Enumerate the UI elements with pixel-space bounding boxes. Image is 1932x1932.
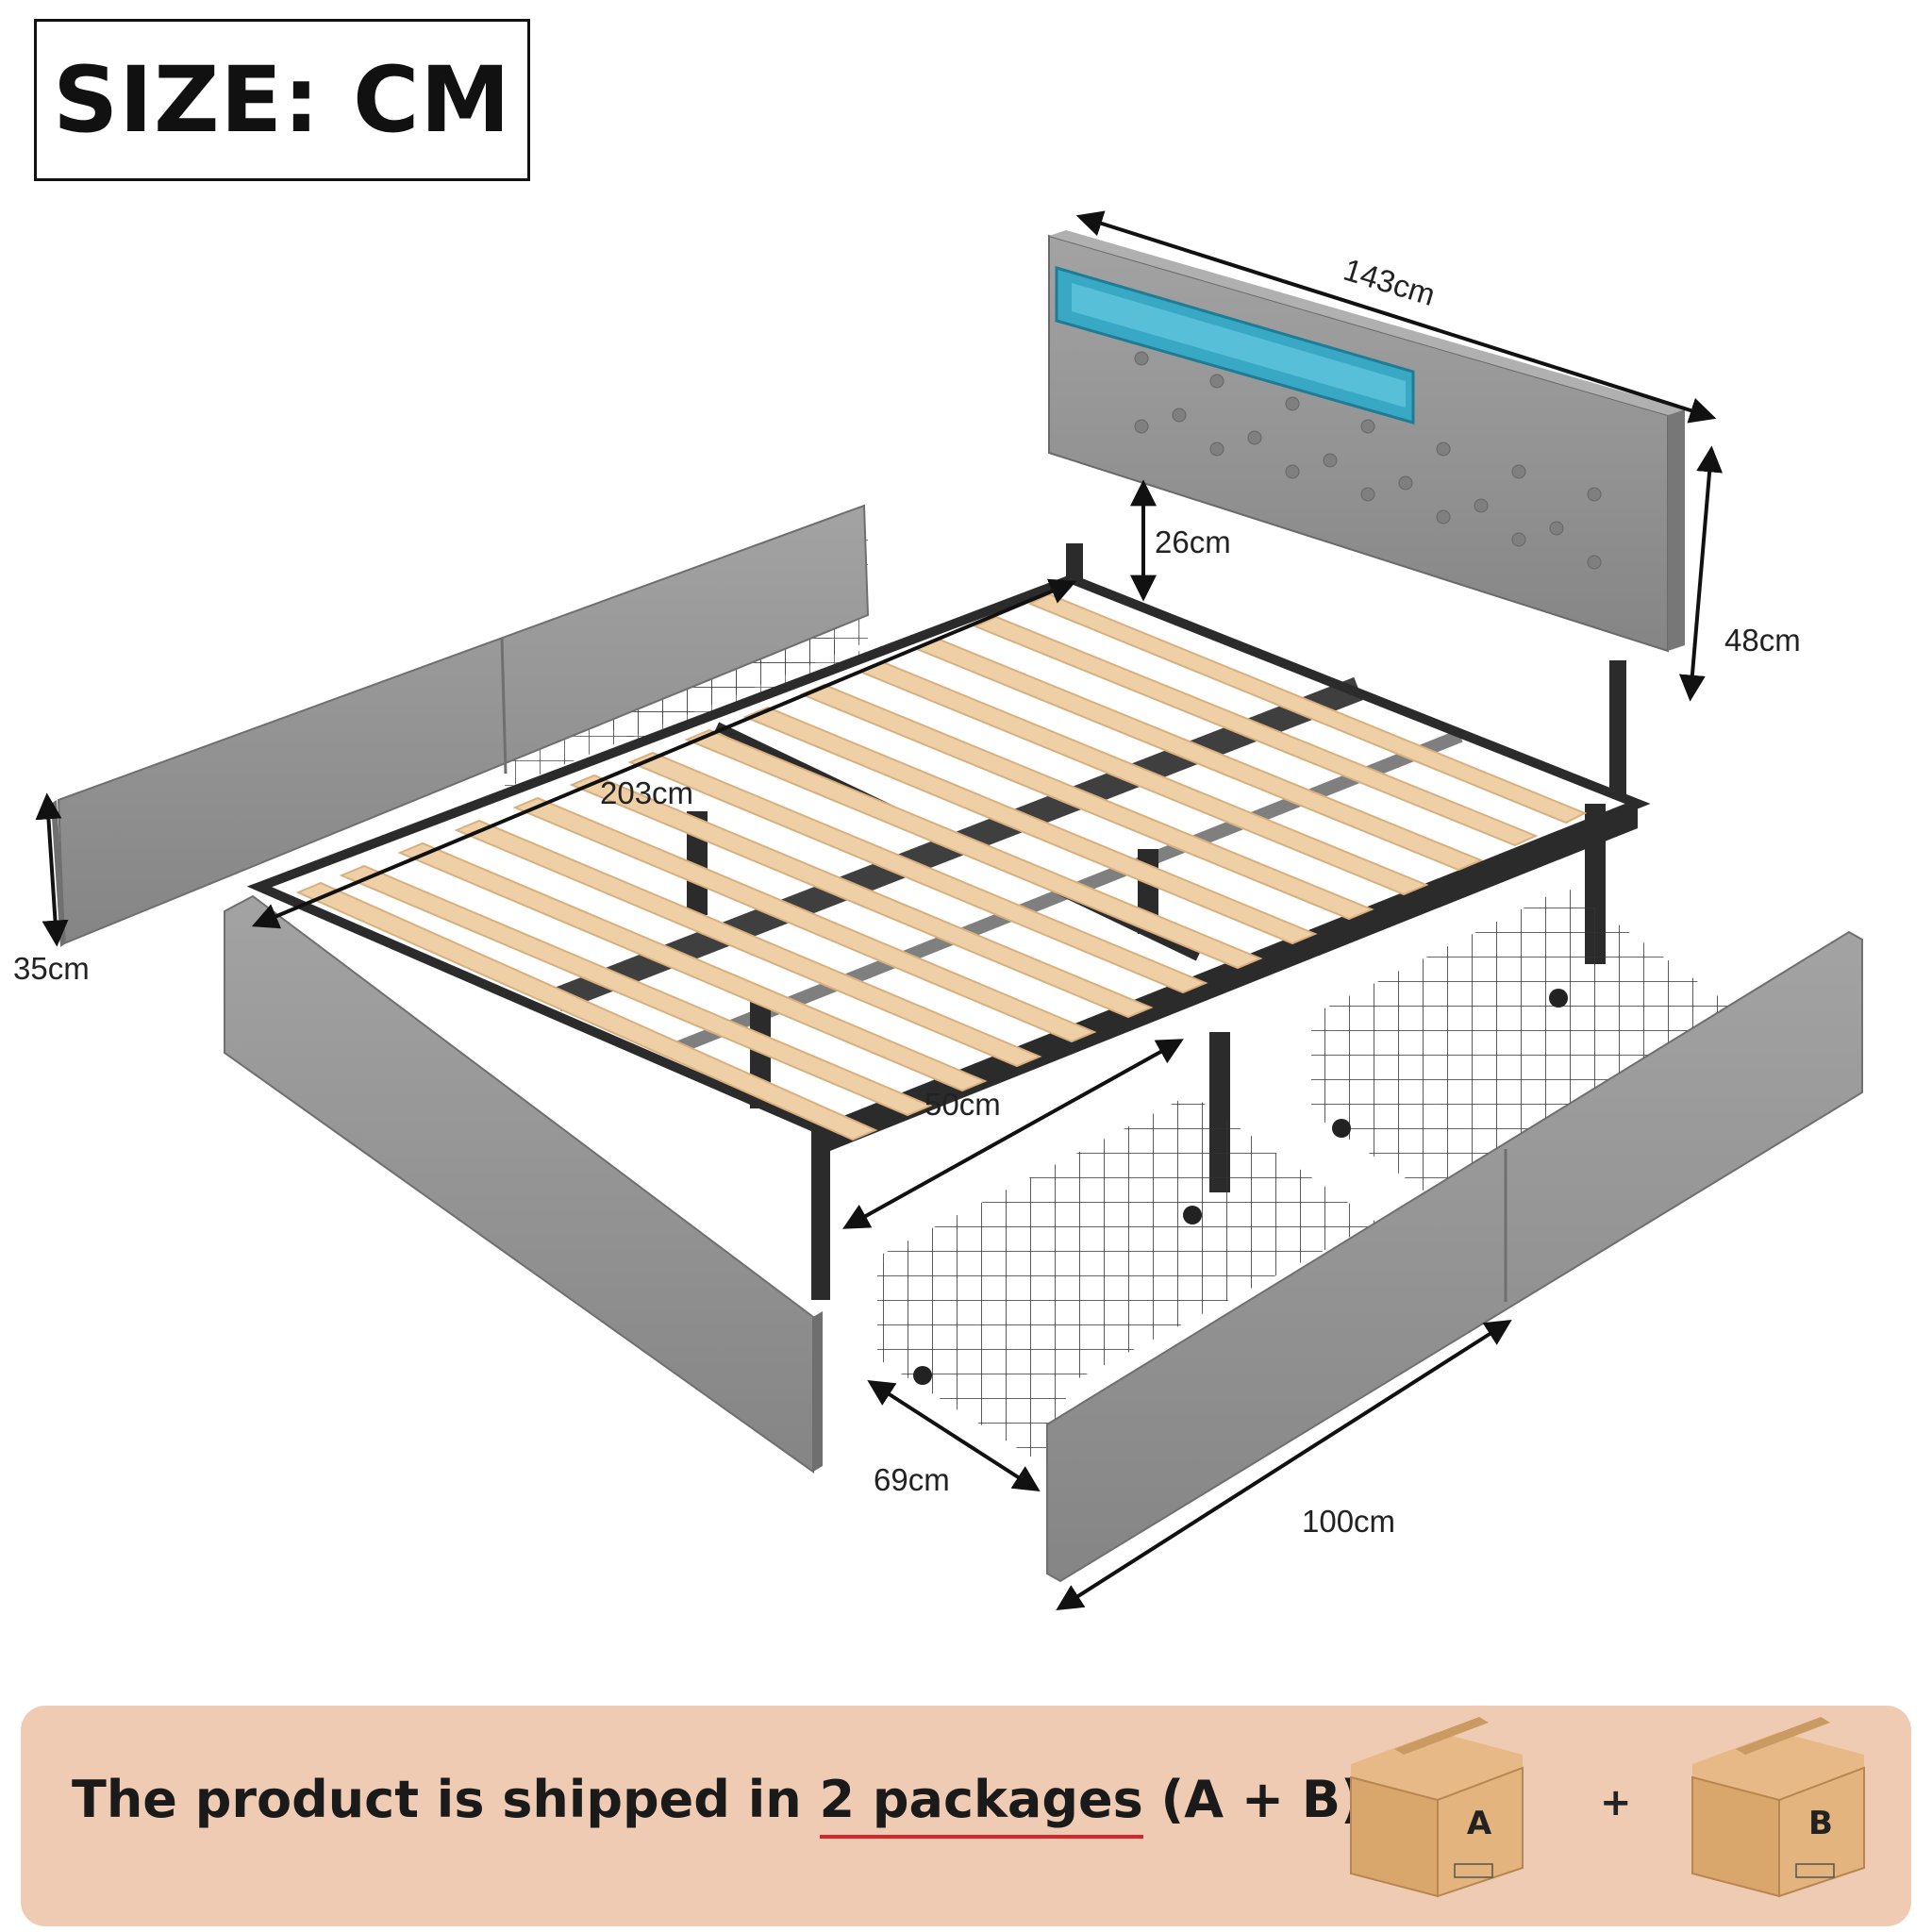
leg-gap-height-label: 26cm [1155,525,1231,559]
package-box-b-icon: B [1691,1717,1865,1898]
shipping-text-before: The product is shipped in [72,1770,820,1829]
frame-height-label: 35cm [13,951,90,986]
package-box-a-icon: A [1350,1717,1524,1898]
shipping-banner: The product is shipped in 2 packages (A … [21,1706,1911,1926]
front-left-side-panel [224,894,823,1474]
headboard-height-label: 48cm [1724,623,1801,658]
package-a-label: A [1467,1805,1492,1842]
shipping-text-after: (A + B) [1142,1770,1364,1829]
shipping-message: The product is shipped in 2 packages (A … [72,1770,1364,1839]
drawer-height-label: 50cm [924,1087,1001,1122]
shipping-highlight: 2 packages [819,1770,1144,1839]
package-b-label: B [1808,1805,1833,1842]
drawer-length-label: 100cm [1302,1504,1395,1539]
bed-dimension-diagram: 143cm 48cm 26cm 203cm 35cm 50cm 69cm 100… [13,210,1863,1611]
plus-sign: + [1600,1781,1632,1824]
drawer-depth-label: 69cm [874,1462,950,1497]
dimension-lines [35,210,1724,1611]
bed-length-label: 203cm [600,775,693,810]
size-unit-label-box: SIZE: CM [34,19,530,181]
size-unit-label: SIZE: CM [53,47,511,153]
